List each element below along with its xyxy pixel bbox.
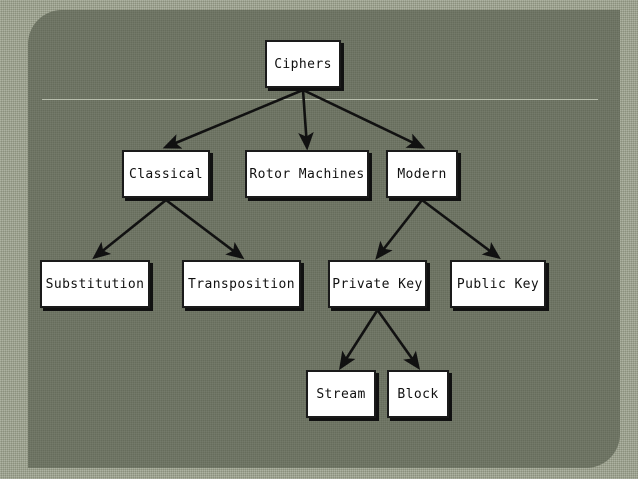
edge-modern-to-public-key (421, 198, 501, 260)
node-classical[interactable]: Classical (122, 150, 210, 198)
node-block[interactable]: Block (387, 370, 449, 418)
edge-private-key-to-block (376, 309, 421, 370)
node-label-modern: Modern (397, 166, 447, 182)
node-label-public-key: Public Key (456, 276, 540, 292)
node-stream[interactable]: Stream (306, 370, 376, 418)
node-private-key[interactable]: Private Key (328, 260, 427, 308)
edge-ciphers-to-rotor (298, 89, 314, 151)
node-label-ciphers: Ciphers (274, 56, 332, 72)
edge-classical-to-substitution (92, 198, 167, 260)
node-label-substitution: Substitution (45, 276, 145, 292)
node-ciphers[interactable]: Ciphers (265, 40, 341, 88)
node-label-transposition: Transposition (188, 276, 295, 292)
node-label-private-key: Private Key (332, 276, 423, 292)
node-public-key[interactable]: Public Key (450, 260, 546, 308)
node-label-block: Block (397, 386, 439, 402)
node-label-stream: Stream (316, 386, 366, 402)
edge-ciphers-to-classical (162, 88, 304, 149)
node-transposition[interactable]: Transposition (182, 260, 301, 308)
edge-classical-to-transposition (165, 198, 245, 260)
edge-modern-to-private-key (375, 199, 424, 260)
node-label-classical: Classical (128, 166, 204, 182)
edge-private-key-to-stream (339, 309, 379, 371)
edge-ciphers-to-modern (302, 88, 426, 149)
node-substitution[interactable]: Substitution (40, 260, 150, 308)
node-modern[interactable]: Modern (386, 150, 458, 198)
node-label-rotor: Rotor Machines (249, 166, 365, 182)
node-rotor[interactable]: Rotor Machines (245, 150, 369, 198)
